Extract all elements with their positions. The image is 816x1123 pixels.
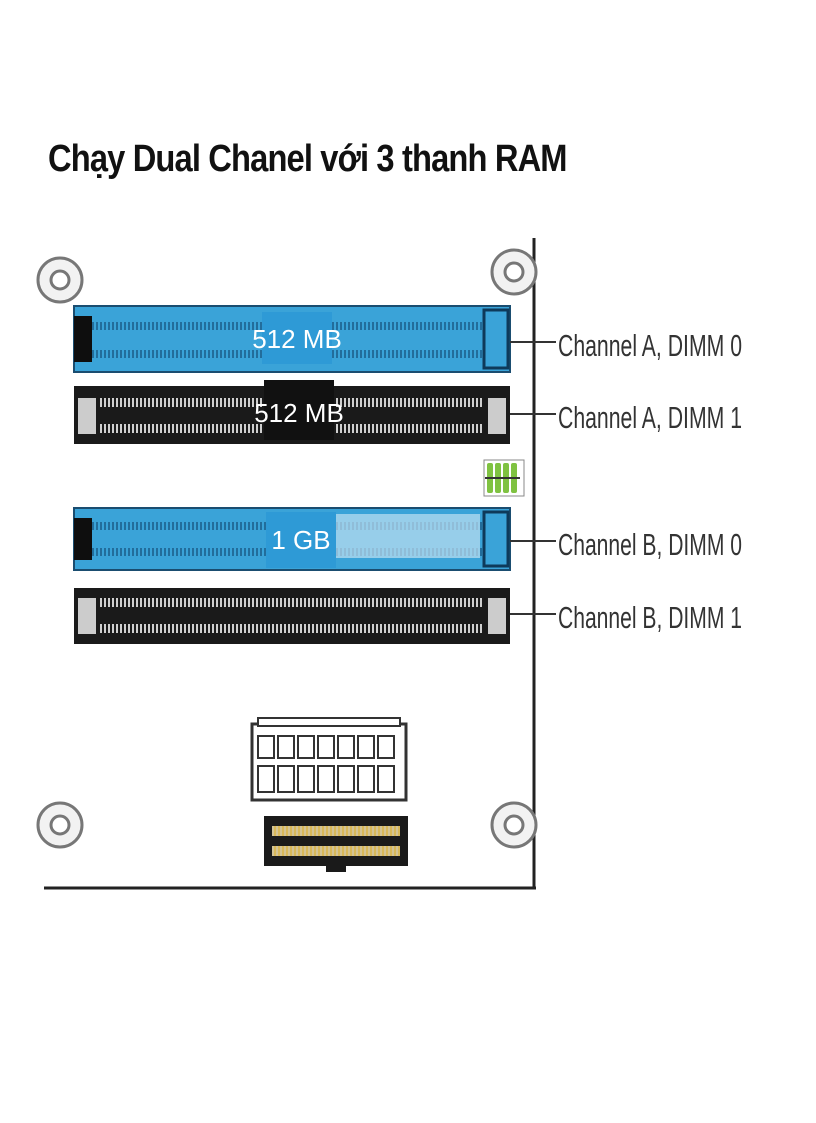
module-size-label: 512 MB (252, 324, 342, 354)
dimm-slot-b1 (74, 588, 510, 644)
pin-header (483, 459, 525, 497)
dimm-slot-a0: 512 MB (73, 305, 511, 373)
page-title: Chạy Dual Chanel với 3 thanh RAM (48, 138, 568, 180)
dimm-slot-a1: 512 MB (74, 380, 510, 444)
mounting-hole-icon (36, 801, 84, 849)
slot-label: Channel A, DIMM 1 (558, 400, 742, 435)
dimm-slot-b0: 1 GB (73, 507, 511, 571)
module-size-label: 512 MB (254, 398, 344, 428)
slot-label: Channel A, DIMM 0 (558, 328, 742, 363)
power-connector (250, 717, 408, 802)
module-size-label: 1 GB (271, 525, 330, 555)
mounting-hole-icon (490, 801, 538, 849)
mounting-hole-icon (36, 256, 84, 304)
slot-label: Channel B, DIMM 0 (558, 527, 742, 562)
mounting-hole-icon (490, 248, 538, 296)
ide-header (264, 816, 408, 872)
slot-label: Channel B, DIMM 1 (558, 600, 742, 635)
